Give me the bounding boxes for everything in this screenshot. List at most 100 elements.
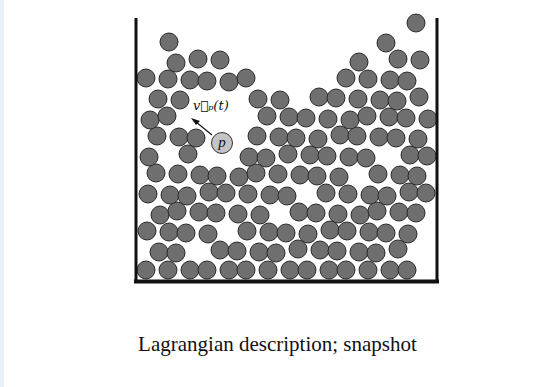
velocity-label: v⃗ₚ(t) (192, 98, 230, 113)
particle (178, 187, 196, 205)
particle (138, 222, 156, 240)
particle (377, 224, 395, 242)
particle (191, 166, 209, 184)
particle (211, 241, 229, 259)
particle (141, 111, 159, 129)
particle (350, 243, 368, 261)
particle (359, 70, 377, 88)
particle (377, 34, 395, 52)
particle (158, 107, 176, 125)
particle (319, 110, 337, 128)
particle (357, 149, 375, 167)
particle (137, 69, 155, 87)
particle (250, 243, 268, 261)
particle (287, 129, 305, 147)
particle (309, 130, 327, 148)
particle (160, 223, 178, 241)
particle (327, 89, 345, 107)
particle (367, 244, 385, 262)
particle (408, 167, 426, 185)
particle (337, 69, 355, 87)
particle (240, 148, 258, 166)
particle (310, 88, 328, 106)
particle (151, 206, 169, 224)
particle (149, 90, 167, 108)
container-bottom (134, 280, 439, 284)
particle-label: p (218, 135, 226, 150)
particle (417, 184, 435, 202)
particle (261, 186, 279, 204)
particle (341, 111, 359, 129)
particle (198, 261, 216, 279)
particle (139, 185, 157, 203)
velocity-arrow (196, 122, 212, 135)
particle (328, 242, 346, 260)
particle (177, 224, 195, 242)
particle (237, 69, 255, 87)
particle (278, 187, 296, 205)
arrow-head (191, 118, 200, 125)
particle (369, 165, 387, 183)
particle (401, 146, 419, 164)
particle (207, 204, 225, 222)
particle (220, 261, 238, 279)
particle (237, 261, 255, 279)
particle (340, 148, 358, 166)
particle (398, 72, 416, 90)
particle (307, 204, 325, 222)
particle (410, 88, 428, 106)
container-wall (436, 18, 439, 283)
particle (271, 91, 289, 109)
particle (277, 224, 295, 242)
particle (260, 223, 278, 241)
particle (249, 90, 267, 108)
particle (281, 261, 299, 279)
particle (297, 109, 315, 127)
particle (167, 244, 185, 262)
particle (279, 145, 297, 163)
particle (299, 225, 317, 243)
particle (419, 110, 437, 128)
particle (409, 130, 427, 148)
particle (267, 244, 285, 262)
particle (378, 187, 396, 205)
particle (381, 71, 399, 89)
particle (238, 222, 256, 240)
particle (140, 148, 158, 166)
particle (389, 50, 407, 68)
particle (321, 221, 339, 239)
particle (301, 146, 319, 164)
particle (407, 14, 425, 32)
particle (290, 203, 308, 221)
particle (169, 165, 187, 183)
figure-caption: Lagrangian description; snapshot (0, 332, 555, 357)
particle (239, 185, 257, 203)
particle (337, 261, 355, 279)
particle (329, 205, 347, 223)
particle (380, 108, 398, 126)
particle (391, 166, 409, 184)
particle (200, 183, 218, 201)
particle (397, 109, 415, 127)
particle (308, 167, 326, 185)
container-wall (135, 18, 138, 283)
particle (388, 92, 406, 110)
particle (351, 206, 369, 224)
particle (208, 167, 226, 185)
particle (229, 205, 247, 223)
particle (257, 149, 275, 167)
particle (189, 50, 207, 68)
particle (150, 243, 168, 261)
particle (181, 71, 199, 89)
particle (371, 91, 389, 109)
particle (311, 241, 329, 259)
particle (148, 127, 166, 145)
particle (387, 129, 405, 147)
particle (280, 108, 298, 126)
particle (187, 129, 205, 147)
particle (159, 261, 177, 279)
particle (220, 73, 238, 91)
particle (318, 147, 336, 165)
particle (270, 128, 288, 146)
